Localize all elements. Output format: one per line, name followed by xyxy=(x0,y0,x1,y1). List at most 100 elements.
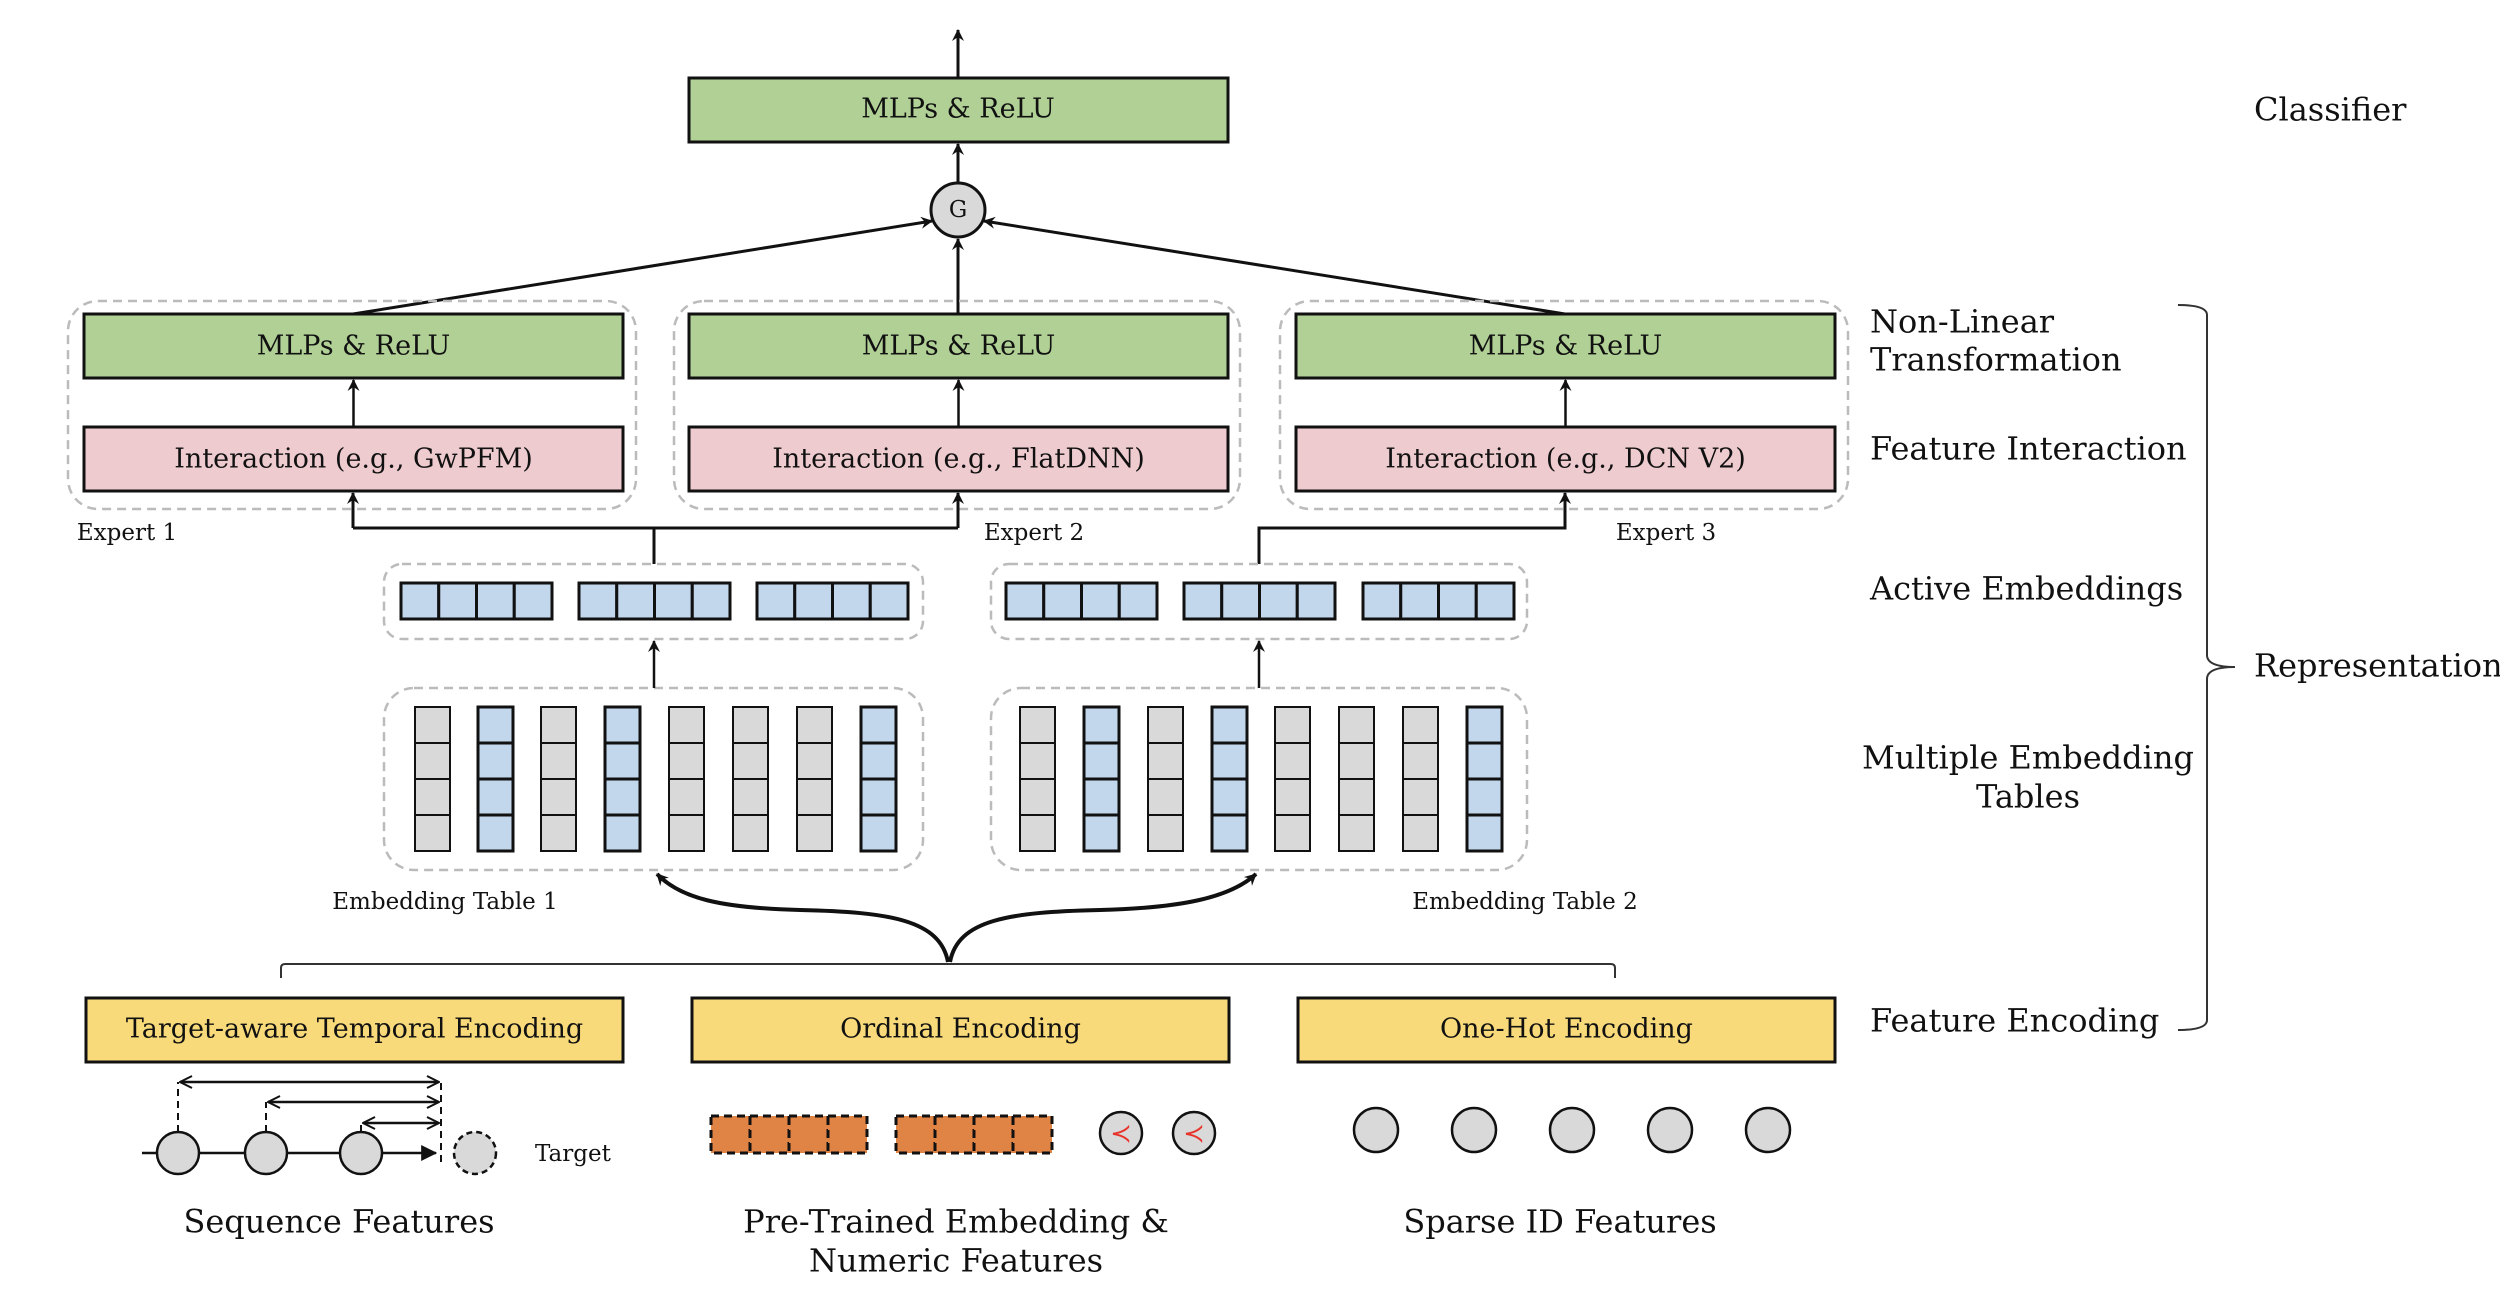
encoding-box xyxy=(690,996,1231,1064)
encoding-box xyxy=(1296,996,1837,1064)
sparse-id-node xyxy=(1744,1106,1792,1154)
embedding-cell xyxy=(1338,778,1375,816)
active-embedding-cell xyxy=(1117,581,1159,621)
embedding-cell xyxy=(1402,814,1439,852)
target-label: Target xyxy=(535,1141,612,1167)
expert-name-label: Expert 1 xyxy=(77,520,177,546)
embedding-cell xyxy=(1210,741,1249,781)
embedding-cell xyxy=(859,705,898,745)
expert-interaction-box xyxy=(1294,425,1837,493)
embedding-cell xyxy=(1082,705,1121,745)
embedding-cell xyxy=(603,813,642,853)
sparse-id-label: Sparse ID Features xyxy=(1403,1203,1716,1241)
active-embedding-cell xyxy=(653,581,694,621)
embedding-column-active xyxy=(476,705,515,853)
classifier-mlp-box xyxy=(687,76,1230,144)
embedding-column-inactive xyxy=(796,706,833,852)
embedding-cell xyxy=(540,778,577,816)
embedding-cell xyxy=(1147,814,1184,852)
embedding-cell xyxy=(1338,742,1375,780)
active-embedding-cell xyxy=(399,581,441,621)
active-embedding-vector xyxy=(577,581,732,621)
embedding-cell xyxy=(540,706,577,744)
embedding-cell xyxy=(1210,777,1249,817)
encoding-3: One-Hot Encoding xyxy=(1296,996,1837,1064)
active-embedding-cell xyxy=(615,581,656,621)
embedding-column-inactive xyxy=(414,706,451,852)
active-embedding-cell xyxy=(831,581,872,621)
label-multiple-tables-2: Tables xyxy=(1976,778,2080,816)
embedding-cell xyxy=(668,706,705,744)
embedding-cell xyxy=(1019,778,1056,816)
embeddings-section: Embedding Table 1 Embedding Table 2 xyxy=(332,562,1638,915)
embedding-cell xyxy=(1402,742,1439,780)
embedding-cell xyxy=(796,778,833,816)
embedding-cell xyxy=(476,705,515,745)
pretrained-embedding-cell xyxy=(787,1114,830,1155)
embedding-cell xyxy=(414,742,451,780)
active-embedding-cell xyxy=(1258,581,1299,621)
embedding-branch-2: Embedding Table 2 xyxy=(989,562,1638,915)
layer-labels: Classifier Non-Linear Transformation Fea… xyxy=(1862,91,2500,1040)
sparse-id-features: Sparse ID Features xyxy=(1352,1106,1792,1241)
label-multiple-tables-1: Multiple Embedding xyxy=(1862,739,2194,777)
pretrained-label-line2: Numeric Features xyxy=(809,1242,1103,1280)
expert-mlp-box xyxy=(687,312,1230,380)
embedding-column-active xyxy=(1465,705,1504,853)
sequence-features-label: Sequence Features xyxy=(183,1203,494,1241)
embedding-cell xyxy=(476,741,515,781)
embedding-cell xyxy=(732,706,769,744)
active-embedding-cell xyxy=(1361,581,1403,621)
embedding-table-label: Embedding Table 2 xyxy=(1412,889,1638,915)
active-embedding-cell xyxy=(1042,581,1083,621)
embedding-cell xyxy=(1402,706,1439,744)
active-embeddings-container xyxy=(989,562,1529,641)
active-embedding-cell xyxy=(1220,581,1261,621)
encoding-box xyxy=(84,996,625,1064)
embedding-column-inactive xyxy=(1147,706,1184,852)
label-feature-encoding: Feature Encoding xyxy=(1870,1002,2159,1040)
pretrained-embedding-cell xyxy=(709,1114,752,1155)
embedding-cell xyxy=(1210,813,1249,853)
embedding-column-active xyxy=(1210,705,1249,853)
expert-name-label: Expert 2 xyxy=(984,520,1084,546)
embedding-column-inactive xyxy=(1338,706,1375,852)
sequence-node-2 xyxy=(243,1130,289,1176)
label-active-embeddings: Active Embeddings xyxy=(1869,570,2183,608)
embedding-cell xyxy=(603,741,642,781)
embedding-cell xyxy=(1147,706,1184,744)
embedding-cell xyxy=(414,778,451,816)
active-embedding-cell xyxy=(1004,581,1046,621)
encoding-1: Target-aware Temporal Encoding xyxy=(84,996,625,1064)
embedding-cell xyxy=(1274,814,1311,852)
sequence-node-1 xyxy=(155,1130,201,1176)
active-embedding-cell xyxy=(437,581,478,621)
sequence-node-3 xyxy=(338,1130,384,1176)
embedding-cell xyxy=(1082,813,1121,853)
encoding-to-tables-connector xyxy=(280,872,1616,978)
embedding-cell xyxy=(1465,741,1504,781)
embedding-cell xyxy=(1082,741,1121,781)
pretrained-label-line1: Pre-Trained Embedding & xyxy=(743,1203,1169,1241)
active-embedding-vector xyxy=(399,581,554,621)
embedding-table-container xyxy=(989,686,1529,872)
embedding-table-label: Embedding Table 1 xyxy=(332,889,558,915)
embedding-cell xyxy=(1019,742,1056,780)
label-non-linear-2: Transformation xyxy=(1870,341,2122,379)
embedding-column-inactive xyxy=(1019,706,1056,852)
numeric-feature-node xyxy=(1171,1110,1217,1156)
embedding-column-active xyxy=(859,705,898,853)
sparse-id-node xyxy=(1352,1106,1400,1154)
numeric-precedes-icon: ≺ xyxy=(1183,1119,1205,1149)
sequence-features: Target Sequence Features xyxy=(142,1080,612,1241)
classifier-section: MLPs & ReLU G xyxy=(352,29,1566,316)
connector-table2-to-expert3 xyxy=(1257,492,1571,564)
active-embedding-cell xyxy=(755,581,797,621)
embedding-cell xyxy=(1465,705,1504,745)
embedding-cell xyxy=(540,814,577,852)
